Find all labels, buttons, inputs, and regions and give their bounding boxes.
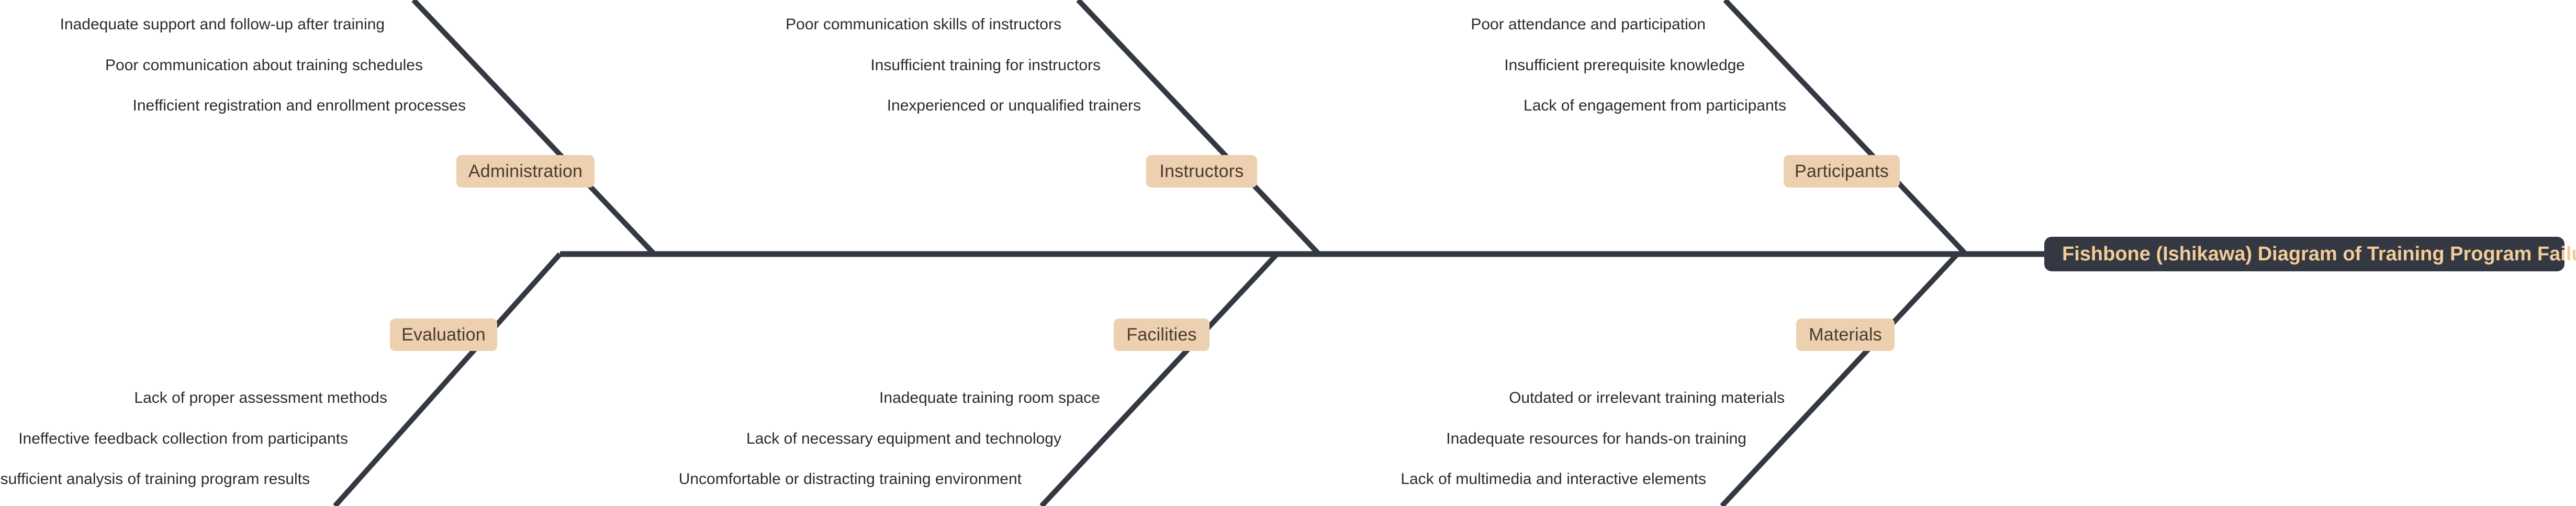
bone-line-instructors — [1076, 0, 1321, 256]
diagram-head-title-box[interactable]: Fishbone (Ishikawa) Diagram of Training … — [2044, 237, 2576, 271]
cause-label: Poor attendance and participation — [1471, 16, 1706, 33]
cause-label: Ineffective feedback collection from par… — [18, 430, 348, 447]
category-label-facilities: Facilities — [1126, 324, 1197, 345]
category-label-instructors: Instructors — [1159, 161, 1244, 181]
cause-label: Inadequate support and follow-up after t… — [60, 16, 385, 33]
category-label-evaluation: Evaluation — [401, 324, 486, 345]
cause-label: Inexperienced or unqualified trainers — [887, 97, 1141, 114]
category-box-materials[interactable]: Materials — [1796, 318, 1895, 351]
cause-label: Insufficient prerequisite knowledge — [1504, 57, 1745, 74]
category-box-administration[interactable]: Administration — [456, 155, 595, 188]
category-label-materials: Materials — [1809, 324, 1882, 345]
cause-label: Inadequate resources for hands-on traini… — [1446, 430, 1746, 447]
bone-line-materials — [1720, 252, 1959, 506]
category-label-participants: Participants — [1794, 161, 1889, 181]
cause-label: Insufficient training for instructors — [870, 57, 1101, 74]
cause-label: Lack of necessary equipment and technolo… — [746, 430, 1061, 447]
bone-line-group — [333, 0, 2044, 506]
category-box-facilities[interactable]: Facilities — [1114, 318, 1209, 351]
cause-label: Lack of proper assessment methods — [134, 389, 387, 406]
cause-label: Poor communication skills of instructors — [786, 16, 1061, 33]
category-label-administration: Administration — [468, 161, 583, 181]
page-title: Fishbone (Ishikawa) Diagram of Training … — [2062, 243, 2576, 265]
bone-line-facilities — [1039, 252, 1279, 506]
cause-label: Lack of engagement from participants — [1524, 97, 1786, 114]
category-box-participants[interactable]: Participants — [1784, 155, 1900, 188]
category-box-instructors[interactable]: Instructors — [1146, 155, 1257, 188]
cause-label: Lack of multimedia and interactive eleme… — [1401, 470, 1706, 488]
cause-label: Inadequate training room space — [879, 389, 1100, 406]
bone-line-evaluation — [333, 252, 562, 506]
cause-label: Uncomfortable or distracting training en… — [678, 470, 1022, 488]
bone-line-participants — [1723, 0, 1968, 256]
bone-line-administration — [411, 0, 656, 256]
cause-label: Insufficient analysis of training progra… — [0, 470, 310, 488]
cause-label: Inefficient registration and enrollment … — [132, 97, 466, 114]
cause-label: Poor communication about training schedu… — [105, 57, 423, 74]
cause-label: Outdated or irrelevant training material… — [1509, 389, 1785, 406]
category-box-evaluation[interactable]: Evaluation — [390, 318, 497, 351]
